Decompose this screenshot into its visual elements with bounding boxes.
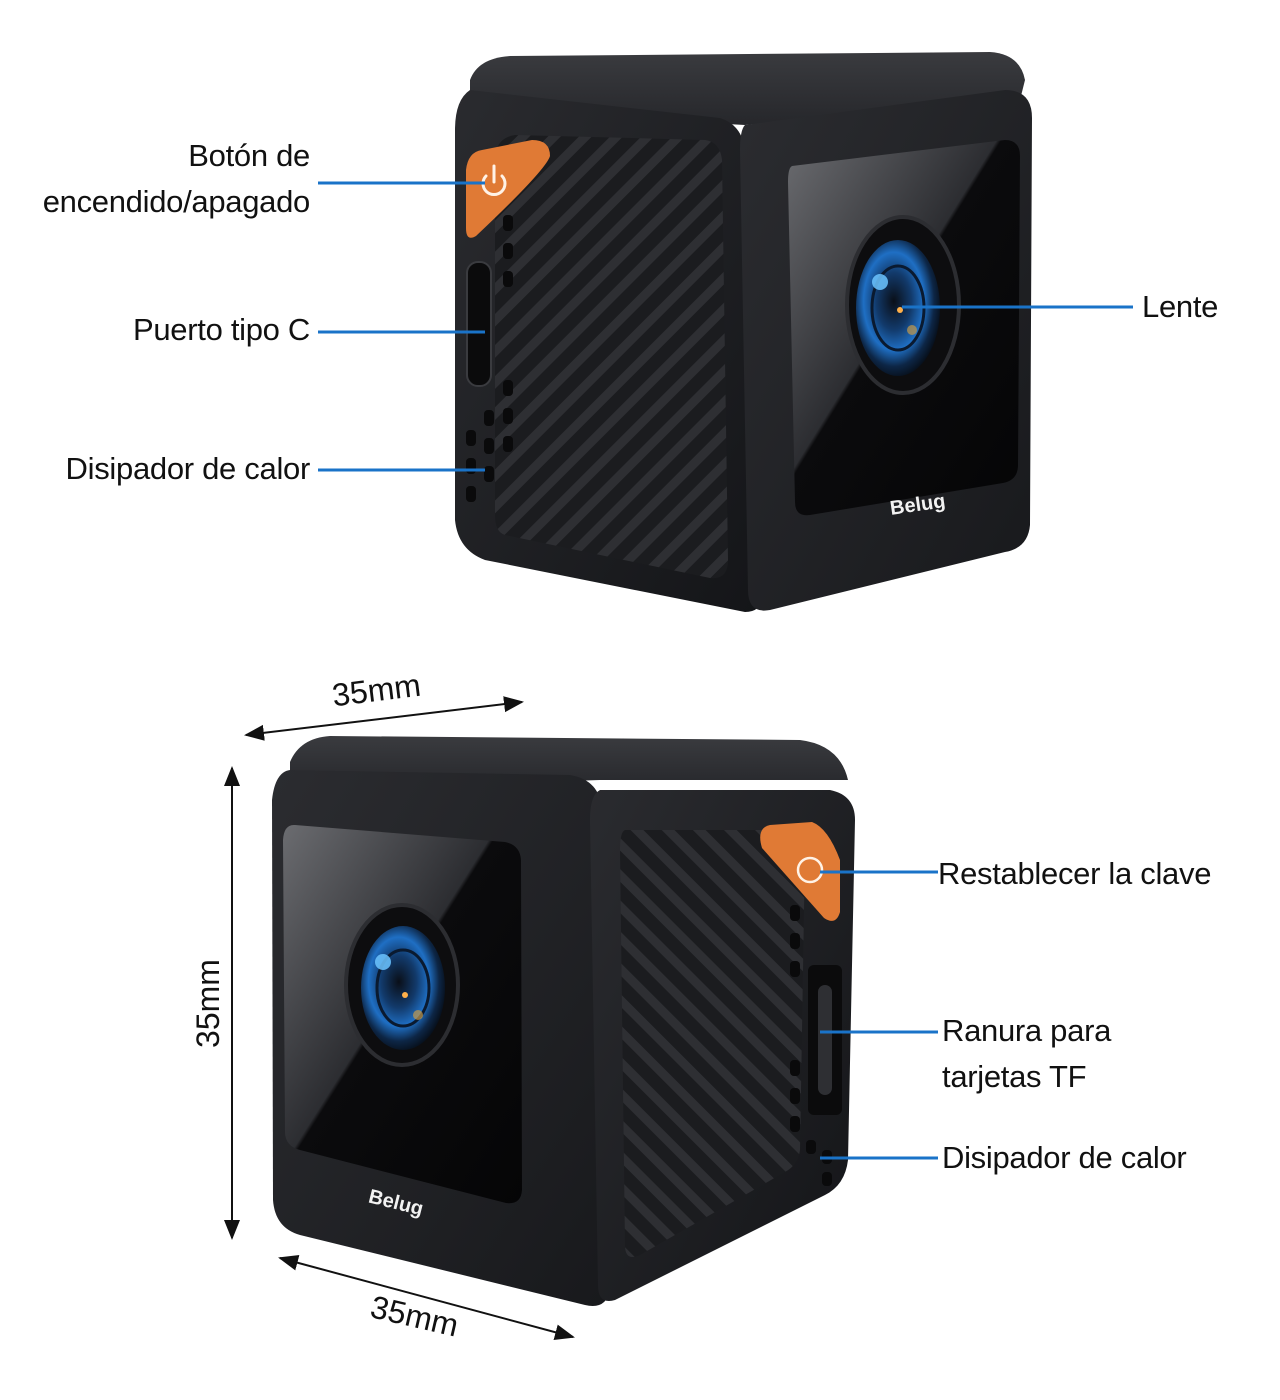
circle-icon: [796, 856, 824, 884]
callout-label-lens: Lente: [1142, 289, 1219, 324]
power-button-label-line2: encendido/apagado: [42, 184, 311, 219]
top-camera-vent-holes: [466, 215, 513, 502]
dimension-label-height: 35mm: [189, 959, 226, 1048]
top-camera: [455, 52, 1032, 612]
callout-label-power-button: Botón de encendido/apagado: [42, 133, 311, 225]
usb-c-port: [466, 261, 492, 387]
power-button: [466, 140, 550, 238]
tf-slot-label-line2: tarjetas TF: [942, 1059, 1087, 1094]
callout-label-heat-sink-top: Disipador de calor: [65, 451, 311, 486]
tf-card-slot-cover: [818, 985, 832, 1095]
reset-button: [760, 822, 840, 921]
bottom-camera-heat-sink-ribs: [620, 830, 805, 1258]
callout-label-reset-key: Restablecer la clave: [938, 856, 1212, 891]
top-camera-heat-sink-ribs: [495, 135, 728, 579]
callout-label-usb-c-port: Puerto tipo C: [132, 312, 310, 347]
bottom-camera-vent-holes: [790, 905, 832, 1186]
dimension-arrows: [224, 696, 575, 1341]
top-camera-lens: [845, 215, 961, 395]
bottom-camera-lens: [344, 903, 460, 1067]
top-callout-lines: [318, 181, 1133, 472]
depth-dimension-arrow: [278, 1254, 575, 1341]
callout-label-heat-sink-bottom: Disipador de calor: [942, 1140, 1187, 1175]
width-dimension-arrow: [244, 696, 524, 741]
power-button-label-line1: Botón de: [188, 138, 310, 173]
callout-label-tf-card-slot: Ranura para tarjetas TF: [942, 1008, 1111, 1100]
tf-slot-label-line1: Ranura para: [942, 1013, 1112, 1048]
bottom-callout-lines: [820, 870, 938, 1160]
bottom-camera: [272, 736, 855, 1306]
